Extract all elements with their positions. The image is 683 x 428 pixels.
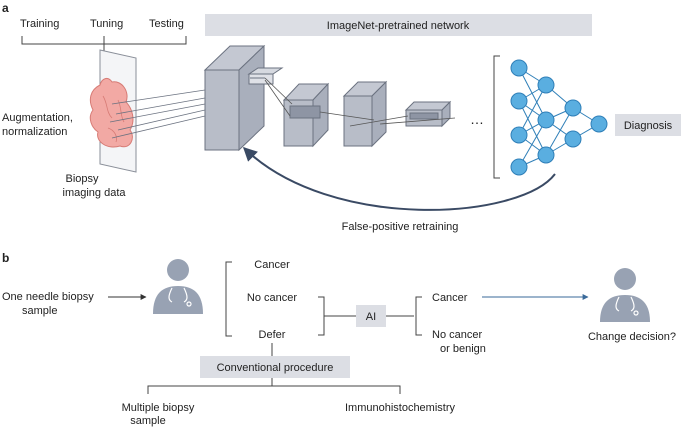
diagnosis-label: Diagnosis bbox=[624, 120, 673, 132]
nn-node bbox=[537, 111, 555, 129]
nn-node bbox=[537, 76, 555, 94]
outcome-cancer: Cancer bbox=[254, 259, 290, 271]
conventional-bracket bbox=[147, 378, 401, 394]
cnn-volume-1 bbox=[203, 44, 284, 152]
nn-node bbox=[537, 146, 555, 164]
panel-a-letter: a bbox=[2, 1, 9, 15]
cnn-connections bbox=[264, 77, 456, 127]
nn-node bbox=[510, 158, 528, 176]
outcome-no-cancer: No cancer bbox=[247, 292, 297, 304]
nn-edges bbox=[518, 67, 600, 168]
retraining-label: False-positive retraining bbox=[342, 221, 459, 233]
stage-testing: Testing bbox=[149, 18, 184, 30]
cnn-volume-2 bbox=[282, 82, 330, 148]
multiple-biopsy-label-2: sample bbox=[130, 415, 165, 427]
imaging-data-label: imaging data bbox=[63, 187, 127, 199]
nn-node bbox=[564, 99, 582, 117]
retraining-arrow bbox=[242, 147, 556, 211]
normalization-label: normalization bbox=[2, 126, 67, 138]
nn-output-node bbox=[590, 115, 608, 133]
doctor-icon bbox=[600, 268, 650, 322]
doctor-icon bbox=[153, 259, 203, 314]
diagnosis-box bbox=[615, 114, 681, 136]
ai-input-bracket bbox=[318, 296, 325, 336]
panel-b-letter: b bbox=[2, 251, 9, 265]
ai-label: AI bbox=[366, 311, 376, 323]
network-banner-label: ImageNet-pretrained network bbox=[327, 20, 470, 32]
tissue-sample bbox=[89, 77, 134, 148]
input-label-2: sample bbox=[22, 305, 57, 317]
decision-bracket bbox=[225, 261, 232, 337]
ai-box bbox=[356, 305, 386, 327]
stage-tuning: Tuning bbox=[90, 18, 123, 30]
ellipsis: … bbox=[470, 111, 484, 127]
network-bracket bbox=[493, 55, 500, 179]
nn-node bbox=[510, 92, 528, 110]
ai-outcome-no-cancer-1: No cancer bbox=[432, 329, 482, 341]
immuno-label: Immunohistochemistry bbox=[345, 402, 456, 414]
stage-bracket bbox=[21, 36, 187, 52]
nn-node bbox=[510, 126, 528, 144]
ai-outcome-cancer: Cancer bbox=[432, 292, 468, 304]
biopsy-label: Biopsy bbox=[65, 173, 99, 185]
ai-outcome-no-cancer-2: or benign bbox=[440, 343, 486, 355]
multiple-biopsy-label-1: Multiple biopsy bbox=[122, 402, 195, 414]
conventional-box bbox=[200, 356, 350, 378]
projection-lines bbox=[109, 89, 206, 139]
cnn-volume-3 bbox=[342, 80, 388, 148]
input-label-1: One needle biopsy bbox=[2, 291, 94, 303]
outcome-defer: Defer bbox=[259, 329, 286, 341]
ai-output-bracket bbox=[415, 296, 422, 336]
network-banner bbox=[205, 14, 592, 36]
nn-node bbox=[510, 59, 528, 77]
nn-node bbox=[564, 130, 582, 148]
conventional-label: Conventional procedure bbox=[217, 362, 334, 374]
stage-training: Training bbox=[20, 18, 59, 30]
change-decision-label: Change decision? bbox=[588, 331, 676, 343]
tissue-texture bbox=[102, 95, 125, 143]
cnn-volume-4 bbox=[404, 100, 452, 128]
augmentation-label: Augmentation, bbox=[2, 112, 73, 124]
